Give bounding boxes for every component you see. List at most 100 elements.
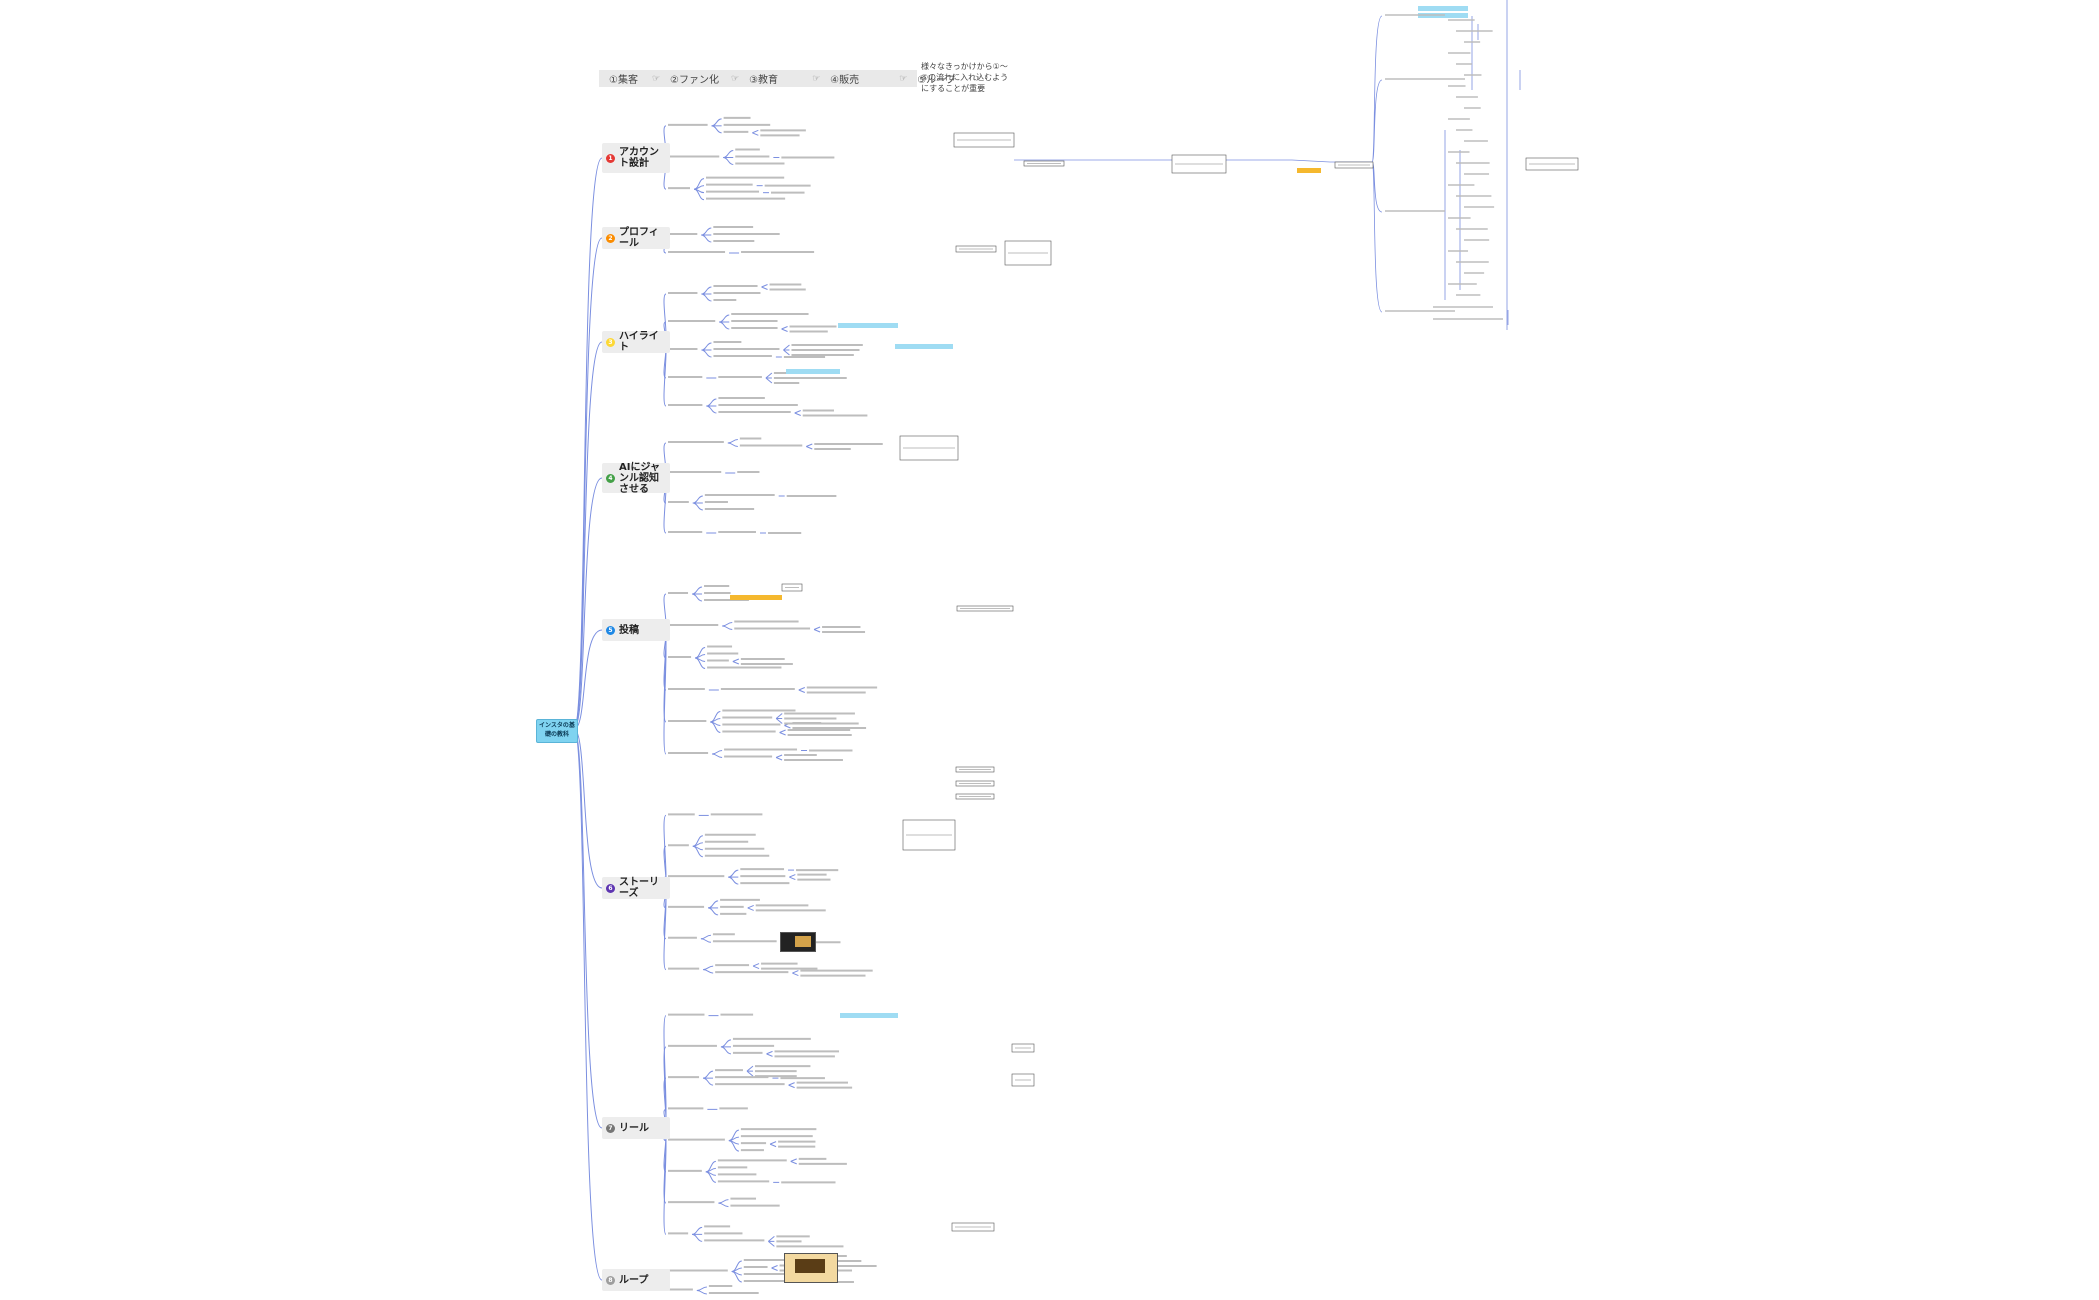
leaf-connector: [747, 904, 754, 909]
branch-label: アカウント設計: [619, 147, 659, 169]
branch-label: ストーリーズ: [619, 877, 659, 899]
leaf-connector: [789, 876, 796, 881]
highlight-tag: [1418, 6, 1468, 11]
leaf-connector: [790, 1158, 797, 1162]
leaf-connector: [695, 654, 706, 659]
leaf-connector: [718, 1199, 729, 1204]
leaf-connector: [706, 405, 717, 414]
leaf-connector: [768, 1240, 775, 1247]
leaf-connector: [790, 1160, 797, 1165]
leaf-connector: [781, 326, 788, 330]
highlight-tag: [786, 369, 840, 374]
leaf-connector: [720, 1039, 732, 1048]
funnel-step-label: ②ファン化: [670, 75, 720, 86]
leaf-connector: [692, 495, 703, 504]
branch-node[interactable]: 1 アカウント設計: [602, 143, 670, 173]
leaf-connector: [692, 845, 703, 858]
root-branch-connector: [573, 728, 603, 1281]
leaf-connector: [694, 657, 706, 669]
leaf-connector: [720, 1046, 732, 1055]
leaf-connector: [722, 622, 733, 627]
leaf-connector: [703, 965, 714, 971]
leaf-connector: [788, 1082, 795, 1086]
funnel-step: ③教育☞: [749, 71, 820, 87]
funnel-arrow-icon: ☞: [899, 73, 908, 84]
leaf-connector: [771, 1267, 778, 1271]
leaf-connector: [710, 718, 721, 723]
leaf-connector: [746, 1065, 754, 1072]
leaf-connector: [747, 907, 754, 911]
leaf-connector: [712, 750, 723, 755]
leaf-connector: [703, 969, 714, 974]
leaf-connector: [792, 972, 799, 977]
leaf-connector: [794, 412, 801, 416]
leaf-connector: [701, 293, 712, 302]
leaf-connector: [706, 398, 717, 407]
leaf-connector: [775, 754, 783, 758]
leaf-connector: [761, 284, 768, 288]
branch-number-badge: 5: [606, 625, 615, 635]
leaf-connector: [691, 586, 703, 595]
leaf-connector: [775, 713, 783, 719]
leaf-connector: [700, 934, 711, 940]
leaf-connector: [701, 349, 712, 358]
root-branch-connector: [573, 728, 603, 1129]
leaf-connector: [701, 286, 712, 295]
leaf-connector: [731, 1267, 742, 1272]
funnel-step: ①集客☞: [609, 71, 661, 87]
funnel-arrow-icon: ☞: [651, 73, 661, 84]
leaf-connector: [779, 732, 786, 736]
root-branch-connector: [573, 341, 603, 730]
branch-number-badge: 7: [606, 1123, 615, 1133]
leaf-connector: [708, 900, 719, 909]
root-branch-connector: [573, 477, 603, 730]
root-branch-connector: [573, 237, 603, 730]
leaf-connector: [692, 502, 703, 511]
leaf-connector: [708, 907, 719, 916]
leaf-connector: [705, 1167, 716, 1173]
leaf-connector: [813, 626, 821, 630]
leaf-connector: [769, 1141, 777, 1145]
branch-label: プロフィール: [619, 227, 659, 249]
highlight-tag: [895, 344, 953, 349]
root-node[interactable]: インスタの基礎の教科: [536, 719, 578, 743]
leaf-connector: [722, 625, 733, 630]
highlight-tag: [838, 323, 898, 328]
leaf-connector: [798, 687, 805, 691]
reel-thumbnail-image: [784, 1253, 838, 1283]
leaf-connector: [712, 753, 723, 758]
funnel-step-label: ⑤ループ: [917, 75, 956, 86]
leaf-connector: [813, 629, 821, 633]
leaf-connector: [711, 125, 722, 134]
branch-label: AIにジャンル認知させる: [619, 461, 660, 495]
funnel-step-label: ③教育: [749, 75, 779, 86]
leaf-connector: [766, 1050, 773, 1055]
highlight-tag: [1297, 168, 1321, 173]
leaf-connector: [746, 1070, 754, 1077]
branch-label: ループ: [619, 1274, 649, 1286]
leaf-connector: [784, 725, 791, 729]
leaf-connector: [794, 410, 801, 414]
leaf-connector: [779, 729, 786, 733]
funnel-step: ④販売☞: [830, 71, 908, 87]
branch-number-badge: 8: [606, 1275, 615, 1285]
leaf-connector: [702, 1070, 714, 1079]
leaf-connector: [752, 965, 760, 970]
branch-number-badge: 1: [606, 153, 615, 163]
leaf-connector: [696, 1286, 707, 1291]
leaf-connector: [719, 321, 730, 330]
branch-label: ハイライト: [619, 331, 659, 353]
leaf-connector: [728, 876, 739, 885]
branch-node[interactable]: 8 ループ: [602, 1269, 670, 1291]
leaf-connector: [701, 234, 712, 243]
highlight-tag: [730, 595, 782, 600]
funnel-arrow-icon: ☞: [731, 73, 740, 84]
leaf-connector: [732, 658, 740, 662]
